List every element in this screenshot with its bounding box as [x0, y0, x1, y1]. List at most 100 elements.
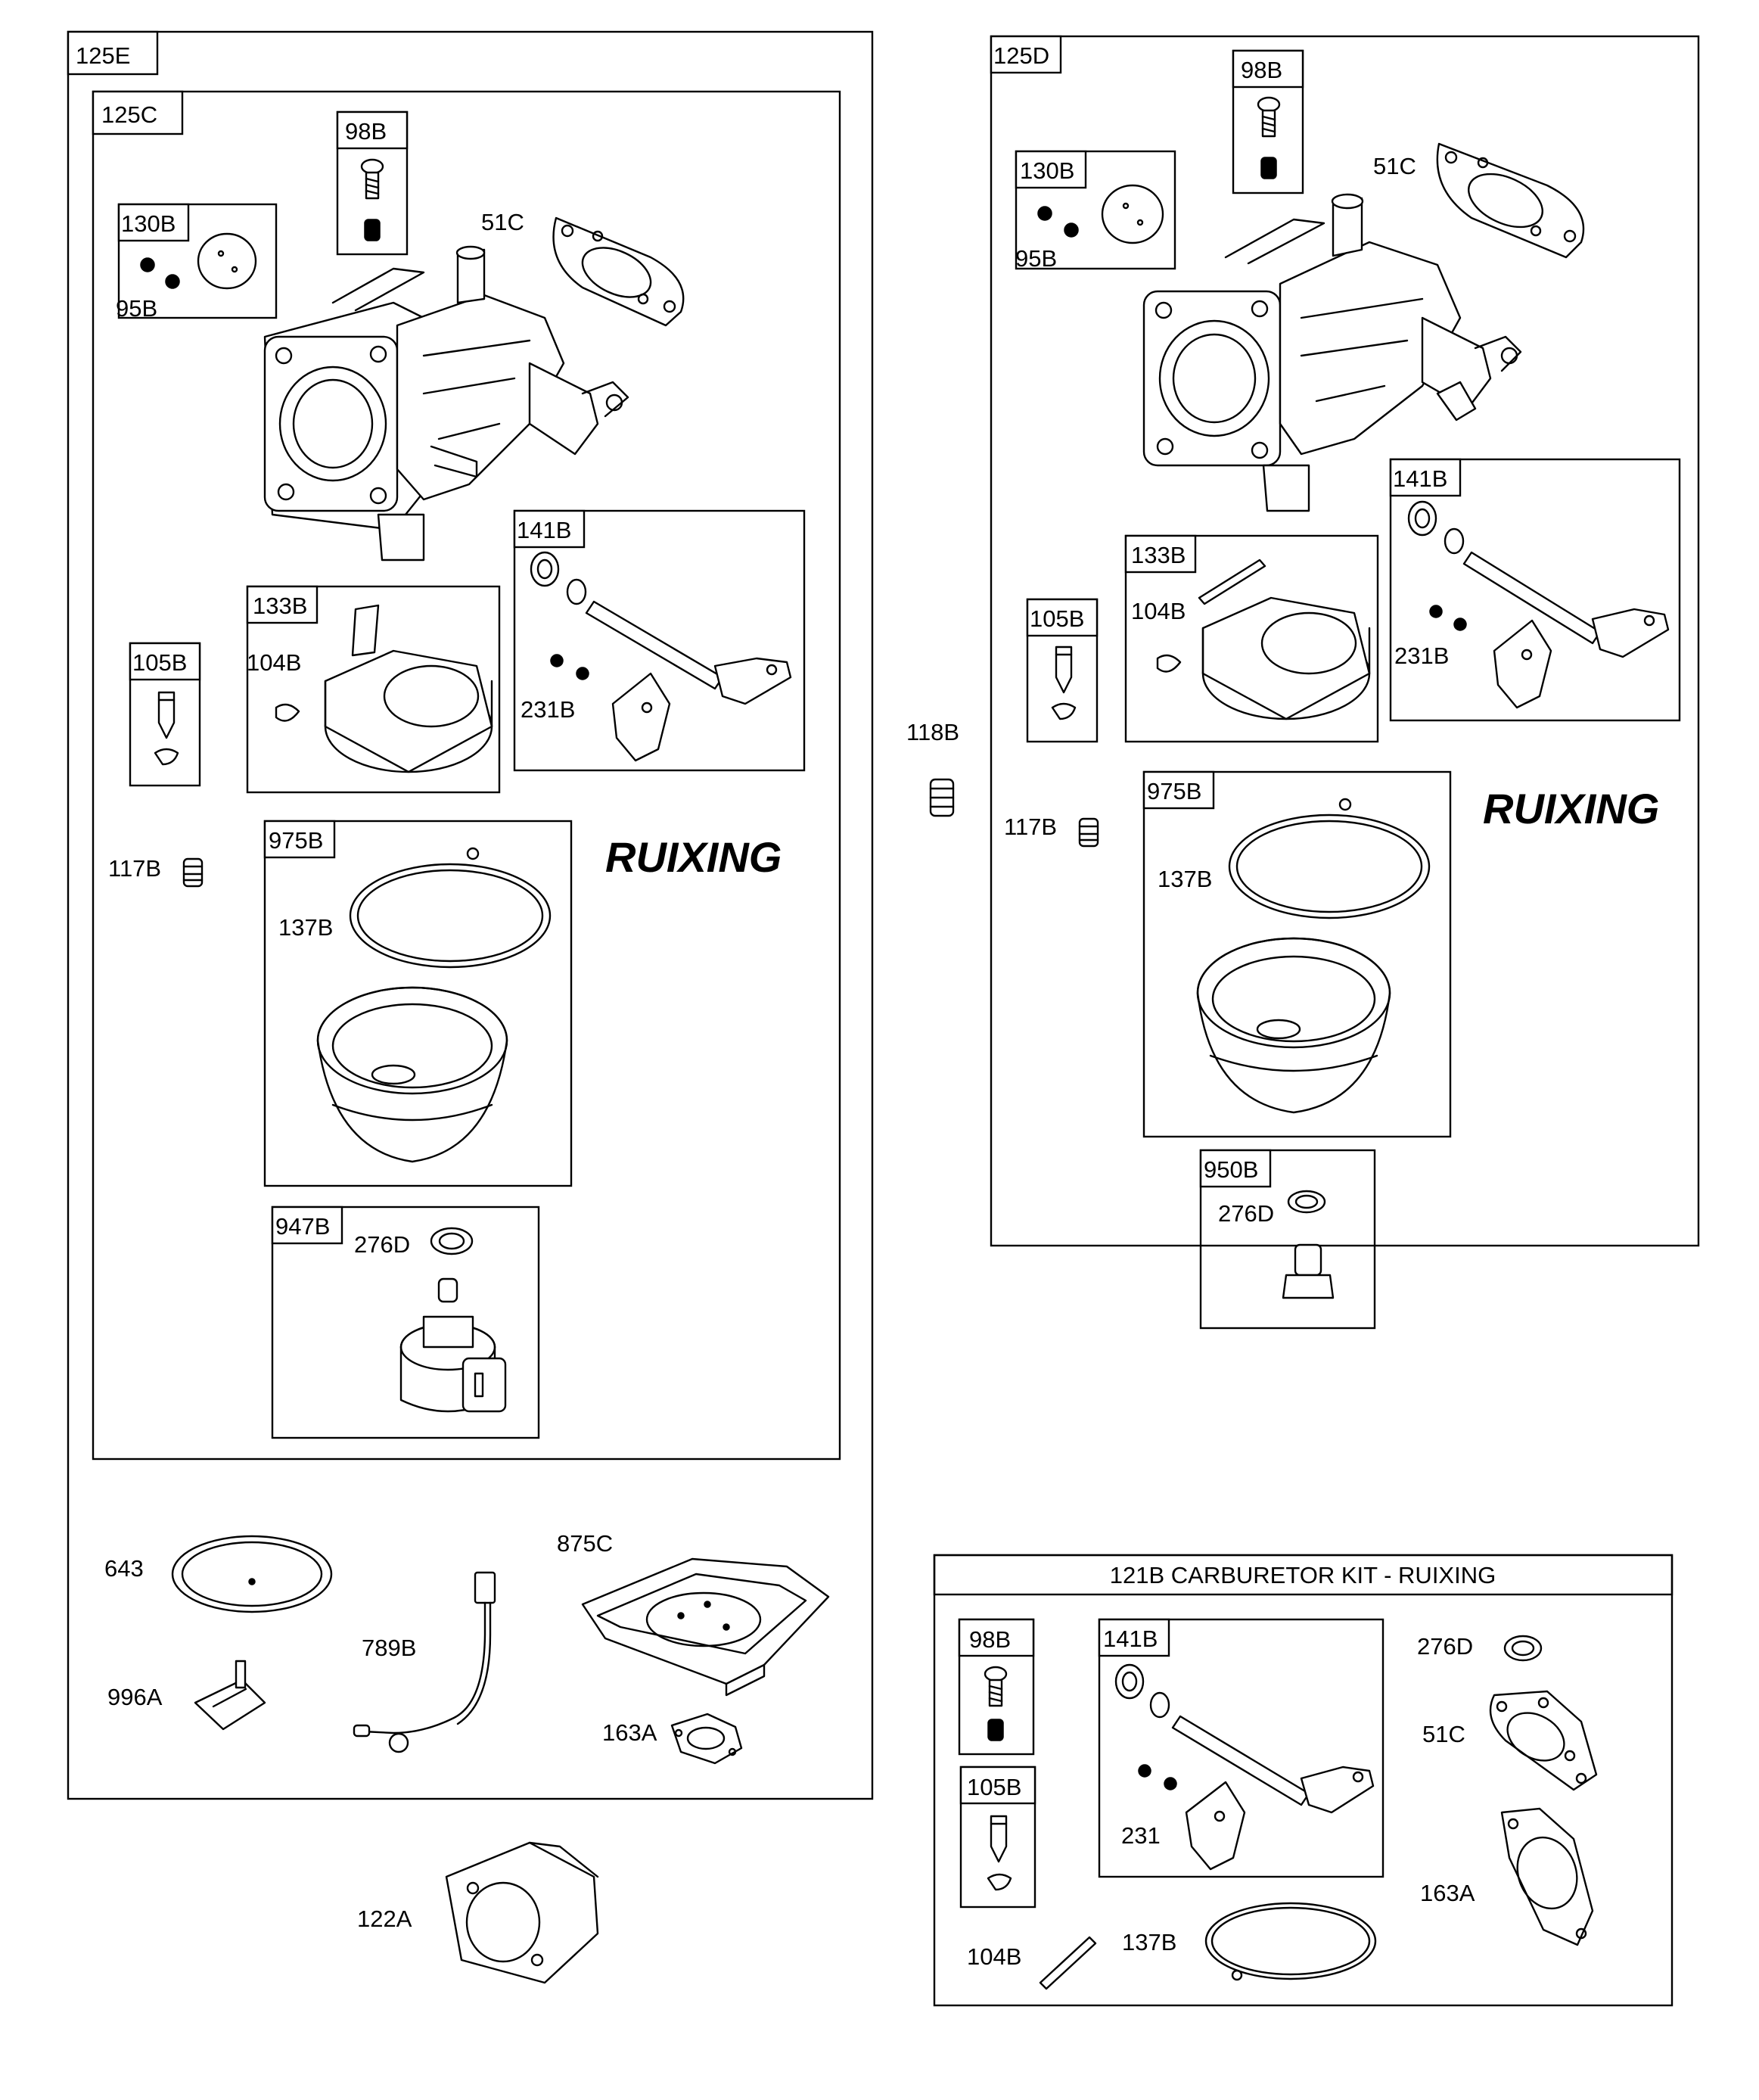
label-133b-right: 133B: [1131, 542, 1186, 568]
label-163a-kit: 163A: [1420, 1880, 1475, 1906]
label-137b-right: 137B: [1158, 866, 1212, 892]
label-122a: 122A: [357, 1906, 412, 1932]
needle-105b-right-icon: [1051, 646, 1077, 720]
kit-title-bar: [933, 1554, 1674, 1596]
throttle-shaft-141b-kit-icon: [1114, 1663, 1375, 1871]
label-789b: 789B: [362, 1635, 416, 1661]
label-125d: 125D: [993, 42, 1049, 69]
label-51c-left: 51C: [481, 209, 524, 235]
label-875c: 875C: [557, 1530, 613, 1557]
carburetor-body-right-icon: [1142, 193, 1522, 512]
label-947b-left: 947B: [275, 1213, 330, 1240]
bowl-gasket-137b-kit-icon: [1204, 1902, 1377, 1981]
label-95b-right: 95B: [1015, 245, 1057, 272]
label-276d-right: 276D: [1218, 1200, 1274, 1227]
label-98b-right: 98B: [1241, 57, 1282, 83]
label-118b: 118B: [906, 719, 959, 745]
box-125c: [92, 90, 841, 1461]
box-133b-left: [246, 585, 501, 794]
float-133b-icon: [275, 604, 493, 773]
float-bowl-975b-right-icon: [1196, 798, 1431, 1114]
label-950b: 950B: [1204, 1156, 1258, 1183]
label-104b-right: 104B: [1131, 598, 1186, 624]
float-133b-right-icon: [1156, 558, 1371, 720]
label-231b-left: 231B: [521, 696, 575, 723]
label-98b-left: 98B: [345, 118, 387, 145]
label-104b-left: 104B: [247, 649, 301, 676]
throttle-plate-right-icon: [1037, 184, 1164, 244]
pin-104b-kit-icon: [1039, 1936, 1097, 1990]
box-133b-right: [1124, 534, 1379, 743]
sensor-996a-icon: [194, 1660, 266, 1731]
gasket-51c-right-icon: [1436, 142, 1585, 259]
label-133b-left: 133B: [253, 593, 307, 619]
label-643: 643: [104, 1555, 144, 1582]
box-125d: [990, 35, 1700, 1247]
label-141b-kit: 141B: [1103, 1626, 1158, 1652]
label-231b-right: 231B: [1394, 642, 1449, 669]
label-130b-right: 130B: [1020, 157, 1074, 184]
box-125e: [67, 30, 874, 1800]
label-130b-left: 130B: [121, 210, 176, 237]
box-975b-left: [263, 820, 573, 1187]
label-125c: 125C: [101, 101, 157, 128]
gasket-163a-kit-icon: [1500, 1807, 1594, 1946]
label-276d-left: 276D: [354, 1231, 410, 1258]
label-51c-kit: 51C: [1422, 1721, 1465, 1747]
label-98b-kit: 98B: [969, 1626, 1011, 1653]
box-947b-left: [271, 1206, 540, 1439]
brand-watermark-right: RUIXING: [1483, 785, 1659, 832]
throttle-shaft-141b-right-icon: [1407, 500, 1670, 709]
label-975b-right: 975B: [1147, 778, 1201, 804]
label-117b-left: 117B: [108, 855, 161, 882]
throttle-shaft-141b-icon: [530, 551, 792, 762]
label-95b-left: 95B: [116, 295, 157, 322]
gasket-163a-icon: [670, 1713, 743, 1765]
box-130b-left: [117, 203, 278, 319]
label-105b-left: 105B: [132, 649, 187, 676]
screw-98b-kit-icon: [984, 1666, 1008, 1741]
label-125e: 125E: [76, 42, 130, 69]
wire-harness-789b-icon: [353, 1571, 496, 1753]
float-bowl-tray-875c-icon: [581, 1557, 830, 1697]
tag-125e: [67, 30, 159, 76]
label-105b-right: 105B: [1030, 605, 1084, 632]
spacer-122a-icon: [445, 1841, 599, 1984]
bowl-nut-950b-icon: [1282, 1190, 1335, 1299]
box-130b-right: [1015, 150, 1176, 270]
label-51c-right: 51C: [1373, 153, 1416, 179]
tag-125c: [92, 90, 184, 135]
label-137b-left: 137B: [278, 914, 333, 941]
screw-98b-right-icon: [1257, 96, 1281, 179]
needle-105b-icon: [154, 691, 179, 766]
gasket-51c-kit-icon: [1489, 1690, 1598, 1791]
diaphragm-643-icon: [171, 1535, 333, 1613]
gasket-51c-icon: [552, 216, 685, 327]
label-163a-loose: 163A: [602, 1719, 657, 1746]
jet-118b-icon: [929, 778, 955, 817]
needle-105b-kit-icon: [987, 1815, 1012, 1891]
box-141b-left: [513, 509, 806, 772]
carburetor-kit-121b: 121B CARBURETOR KIT - RUIXING 98B 105B 1…: [933, 1554, 1674, 2007]
box-141b-kit: [1098, 1618, 1385, 1878]
label-105b-kit: 105B: [967, 1774, 1021, 1800]
label-141b-left: 141B: [517, 517, 571, 543]
screw-98b-icon: [360, 158, 384, 241]
label-276d-kit: 276D: [1417, 1633, 1473, 1660]
label-975b-left: 975B: [269, 827, 323, 854]
washer-276d-kit-icon: [1503, 1635, 1543, 1662]
kit-title: 121B CARBURETOR KIT - RUIXING: [1110, 1562, 1496, 1588]
box-975b-right: [1142, 770, 1452, 1138]
assembly-125e: 125E 125C 98B 130B 95B 51C: [67, 30, 874, 1800]
float-bowl-975b-icon: [316, 847, 552, 1163]
tag-125d: [990, 35, 1062, 74]
box-950b: [1199, 1149, 1376, 1330]
carburetor-body-left-icon: [263, 245, 629, 562]
throttle-plate-icon: [140, 232, 257, 290]
label-231-kit: 231: [1121, 1822, 1161, 1849]
assembly-125d: 125D 98B 130B 95B 51C: [990, 35, 1700, 1330]
label-141b-right: 141B: [1393, 465, 1447, 492]
label-996a: 996A: [107, 1684, 163, 1710]
label-117b-right: 117B: [1004, 814, 1057, 840]
